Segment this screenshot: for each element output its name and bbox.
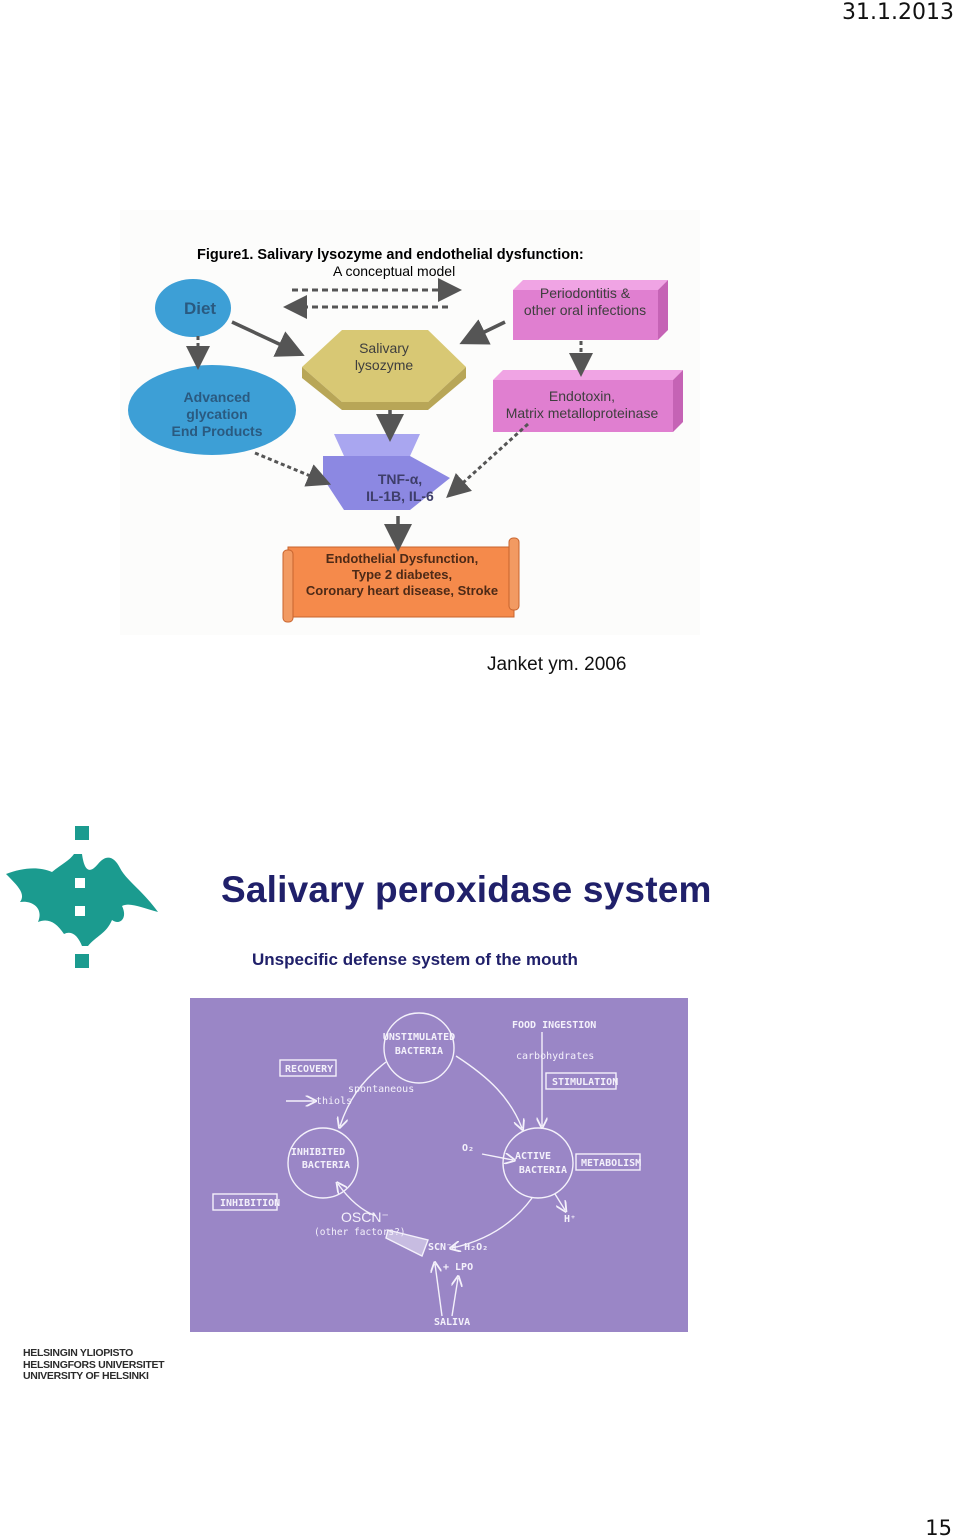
university-line-en: UNIVERSITY OF HELSINKI <box>23 1370 149 1382</box>
food-ingestion-label: FOOD INGESTION <box>512 1020 596 1031</box>
thiols-label: thiols <box>316 1096 352 1107</box>
age-line-2: glycation <box>186 406 247 422</box>
peroxidase-diagram: UNSTIMULATED BACTERIA ACTIVE BACTERIA IN… <box>190 998 688 1332</box>
oscn-label: OSCN⁻ <box>341 1209 389 1225</box>
unstimulated-line-2: BACTERIA <box>395 1046 443 1057</box>
arrow-active-to-scn <box>452 1197 533 1248</box>
diet-label: Diet <box>184 299 216 318</box>
figure1-subtitle: A conceptual model <box>333 263 455 279</box>
cytokines-node: TNF-α, IL-1B, IL-6 <box>323 434 450 510</box>
outcome-line-3: Coronary heart disease, Stroke <box>306 583 498 598</box>
periodontitis-line-2: other oral infections <box>524 302 646 318</box>
slide-date: 31.1.2013 <box>842 0 954 25</box>
stimulation-label: STIMULATION <box>552 1077 618 1088</box>
scn-label: SCN⁻+ H₂O₂ <box>428 1242 488 1253</box>
inhibited-circle <box>287 1127 359 1199</box>
oscn-hatch <box>385 1229 429 1257</box>
arrow-unstim-to-active <box>455 1055 522 1128</box>
cytokines-line-1: TNF-α, <box>378 471 422 487</box>
lpo-label: + LPO <box>443 1262 473 1273</box>
stimulation-box <box>545 1072 617 1090</box>
arrow-spontaneous <box>340 1061 387 1126</box>
arrow-o2 <box>481 1154 513 1160</box>
metabolism-box <box>575 1153 641 1171</box>
age-line-3: End Products <box>171 423 262 439</box>
active-line-2: BACTERIA <box>519 1165 567 1176</box>
outcome-scroll: Endothelial Dysfunction, Type 2 diabetes… <box>282 537 520 623</box>
slide-title: Salivary peroxidase system <box>221 869 712 910</box>
age-line-1: Advanced <box>184 389 251 405</box>
metabolism-label: METABOLISM <box>581 1158 641 1169</box>
outcome-line-2: Type 2 diabetes, <box>352 567 452 582</box>
lysozyme-concept-figure: Figure1. Salivary lysozyme and endotheli… <box>120 210 700 635</box>
recovery-box <box>279 1059 337 1077</box>
active-circle <box>502 1127 574 1199</box>
cytokines-line-2: IL-1B, IL-6 <box>366 488 434 504</box>
endotoxin-line-2: Matrix metalloproteinase <box>506 405 659 421</box>
periodontitis-node: Periodontitis & other oral infections <box>513 280 668 340</box>
inhibition-label: INHIBITION <box>220 1198 280 1209</box>
spontaneous-label: spontaneous <box>348 1084 414 1095</box>
arrow-saliva-to-scn <box>435 1264 443 1317</box>
hplus-label: H⁺ <box>564 1214 576 1225</box>
endotoxin-node: Endotoxin, Matrix metalloproteinase <box>493 370 683 432</box>
o2-label: O₂ <box>462 1143 474 1154</box>
other-factors-label: (other factors?) <box>314 1227 406 1238</box>
endotoxin-line-1: Endotoxin, <box>549 388 615 404</box>
diet-node: Diet <box>155 279 231 337</box>
carbohydrates-label: carbohydrates <box>516 1051 594 1062</box>
active-line-1: ACTIVE <box>515 1151 551 1162</box>
arrow-saliva-to-lpo <box>452 1278 458 1317</box>
university-logo <box>2 824 162 972</box>
saliva-label: SALIVA <box>434 1317 470 1328</box>
slide-subtitle: Unspecific defense system of the mouth <box>252 950 578 969</box>
lysozyme-line-1: Salivary <box>359 340 409 356</box>
lysozyme-node: Salivary lysozyme <box>302 330 466 410</box>
lysozyme-line-2: lysozyme <box>355 357 414 373</box>
figure1-title: Figure1. Salivary lysozyme and endotheli… <box>197 247 584 263</box>
university-line-fi: HELSINGIN YLIOPISTO <box>23 1347 134 1359</box>
page-number: 15 <box>925 1516 952 1540</box>
periodontitis-line-1: Periodontitis & <box>540 285 631 301</box>
inhibition-box <box>212 1193 278 1211</box>
inhibited-line-1: INHIBITED <box>291 1147 345 1158</box>
university-name: HELSINGIN YLIOPISTO HELSINGFORS UNIVERSI… <box>23 1347 165 1383</box>
age-node: Advanced glycation End Products <box>128 365 296 455</box>
unstimulated-line-1: UNSTIMULATED <box>383 1032 455 1043</box>
unstimulated-circle <box>383 1012 455 1084</box>
university-line-sv: HELSINGFORS UNIVERSITET <box>23 1358 165 1371</box>
arrow-oscn-to-inhibited <box>338 1184 377 1217</box>
recovery-label: RECOVERY <box>285 1064 333 1075</box>
citation: Janket ym. 2006 <box>487 654 627 675</box>
outcome-line-1: Endothelial Dysfunction, <box>326 551 478 566</box>
inhibited-line-2: BACTERIA <box>302 1160 350 1171</box>
arrow-hplus <box>554 1193 565 1210</box>
figure1-arrows <box>186 278 593 552</box>
